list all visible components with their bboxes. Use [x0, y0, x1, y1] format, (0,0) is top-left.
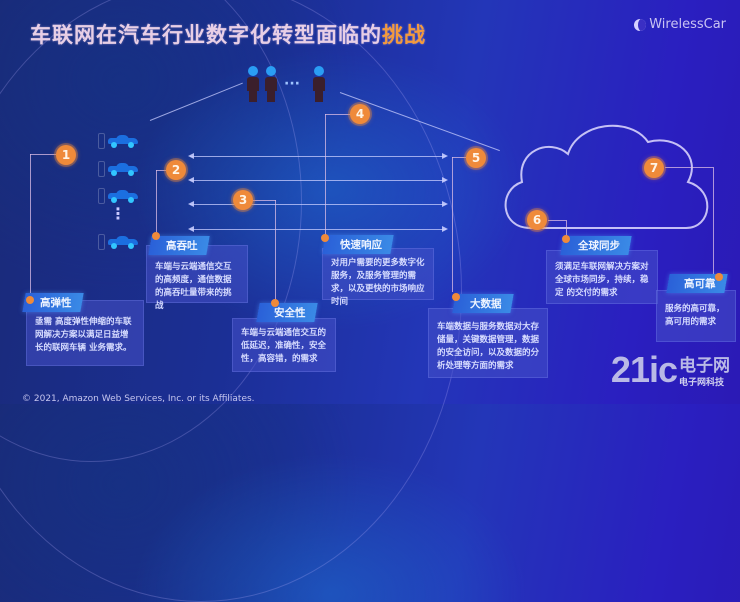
- brand-logo: WirelessCar: [634, 17, 726, 32]
- anchor-dot: [271, 299, 279, 307]
- wirelesscar-logo-icon: [634, 18, 647, 31]
- leader-line-7: [713, 167, 714, 281]
- data-flow-arrow: [188, 226, 448, 232]
- leader-line-3h: [252, 200, 276, 201]
- challenge-5-text: 车端数据与服务数据对大存储量，关键数据管理，数据的安全访问，以及数据的分析处理等…: [437, 322, 540, 371]
- user-icon: [264, 66, 278, 102]
- challenge-card-7: 服务的高可靠，高可用的需求: [656, 290, 736, 342]
- challenge-7-text: 服务的高可靠，高可用的需求: [665, 304, 725, 327]
- challenge-2-text: 车端与云端通信交互的高频度，通信数据的高吞吐量带来的挑战: [155, 262, 232, 311]
- cloud-icon: [504, 124, 709, 229]
- challenge-6-text: 须满足车联网解决方案对全球市场同步，持续，稳定 的交付的需求: [555, 262, 649, 298]
- watermark: 21ic 电子网 电子网科技: [610, 349, 730, 390]
- cars-ellipsis: ⋮: [110, 204, 126, 223]
- challenge-card-6: 须满足车联网解决方案对全球市场同步，持续，稳定 的交付的需求: [546, 250, 658, 304]
- car-icon: [98, 234, 138, 250]
- challenge-1-text: 亟需 高度弹性伸缩的车联网解决方案以满足日益增长的联网车辆 业务需求。: [35, 317, 132, 353]
- page-title: 车联网在汽车行业数字化转型面临的挑战: [30, 19, 426, 49]
- title-main: 车联网在汽车行业数字化转型面临的: [30, 23, 382, 47]
- car-icon: [98, 188, 138, 204]
- watermark-cn-name: 电子网: [679, 356, 730, 376]
- challenge-card-4: 对用户需要的更多数字化服务，及服务管理的需求，以及更快的市场响应时间: [322, 248, 434, 307]
- challenge-3-text: 车端与云端通信交互的低延迟，准确性，安全性，高容错，的需求: [241, 328, 327, 364]
- leader-line-5h: [452, 157, 466, 158]
- car-icon: [98, 133, 138, 149]
- leader-line-2h: [156, 170, 168, 171]
- watermark-logo: 21ic: [610, 349, 678, 390]
- leader-line-5: [452, 157, 453, 292]
- leader-line-4h: [325, 114, 351, 115]
- leader-line-2: [156, 170, 157, 236]
- anchor-dot: [452, 293, 460, 301]
- badge-3: 3: [233, 190, 253, 210]
- leader-line-3: [275, 200, 276, 304]
- watermark-slogan: 电子网科技: [679, 378, 725, 388]
- leader-line-6: [566, 220, 567, 238]
- anchor-dot: [26, 296, 34, 304]
- challenge-card-3: 车端与云端通信交互的低延迟，准确性，安全性，高容错，的需求: [232, 318, 336, 372]
- challenge-6-tag: 全球同步: [560, 236, 632, 255]
- badge-7: 7: [644, 158, 664, 178]
- badge-6: 6: [527, 210, 547, 230]
- challenge-5-tag: 大数据: [452, 294, 514, 313]
- leader-line-4: [325, 114, 326, 238]
- challenge-4-tag: 快速响应: [322, 235, 394, 254]
- user-icon: [312, 66, 326, 102]
- data-flow-arrow: [188, 153, 448, 159]
- leader-line-1: [30, 154, 31, 302]
- brand-name: WirelessCar: [649, 17, 726, 32]
- users-group: ···: [240, 66, 340, 106]
- anchor-dot: [321, 234, 329, 242]
- anchor-dot: [152, 232, 160, 240]
- title-highlight: 挑战: [382, 23, 426, 47]
- users-ellipsis: ···: [284, 76, 300, 92]
- leader-line-7h: [665, 167, 713, 168]
- challenge-4-text: 对用户需要的更多数字化服务，及服务管理的需求，以及更快的市场响应时间: [331, 258, 425, 307]
- copyright-footer: © 2021, Amazon Web Services, Inc. or its…: [22, 394, 255, 404]
- badge-5: 5: [466, 148, 486, 168]
- leader-line-1h: [30, 154, 58, 155]
- badge-2: 2: [166, 160, 186, 180]
- challenge-card-5: 车端数据与服务数据对大存储量，关键数据管理，数据的安全访问，以及数据的分析处理等…: [428, 308, 548, 378]
- car-icon: [98, 161, 138, 177]
- anchor-dot: [715, 273, 723, 281]
- data-flow-arrow: [188, 201, 448, 207]
- leader-line-6h: [548, 220, 566, 221]
- anchor-dot: [562, 235, 570, 243]
- badge-4: 4: [350, 104, 370, 124]
- challenge-3-tag: 安全性: [256, 303, 318, 322]
- badge-1: 1: [56, 145, 76, 165]
- data-flow-arrow: [188, 177, 448, 183]
- user-icon: [246, 66, 260, 102]
